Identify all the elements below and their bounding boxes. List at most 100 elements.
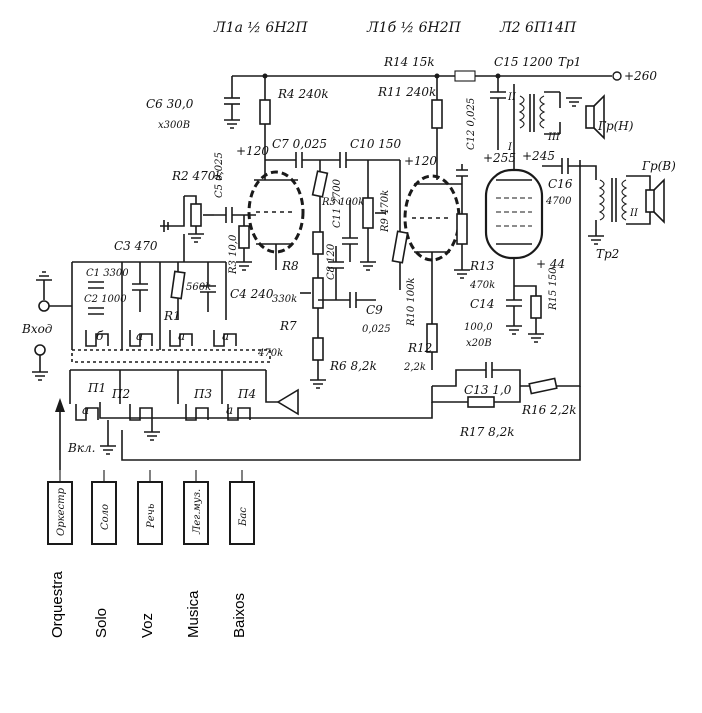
c13-label: C13 1,0 [464,383,512,397]
contact-b-1: б [96,329,104,343]
shield-ground-icon [160,220,176,232]
tube-v2 [484,168,544,296]
r14-label: R14 15k [383,55,435,69]
tube-v1b-title: Л1б ½ 6Н2П [366,20,462,36]
c4-label: C4 240 [230,287,274,301]
tr1-label: Тр1 [558,55,581,69]
tr1-w1: I [507,142,513,153]
tr1-w3: III [547,132,561,143]
button-orkestr-label: Оркестр [56,487,67,536]
contact-a-3: а [222,329,229,343]
c7-label: C7 0,025 [272,137,327,151]
c14-capacitor [506,296,522,335]
r13-label: R13 [469,259,495,273]
c9-label: C9 [366,303,383,317]
ground-return-wire [99,402,433,419]
c11-label: C11 2700 [332,178,343,228]
c15-label: C15 1200 [494,55,553,69]
gr-n-label: Гр(Н) [597,119,634,133]
c16-value: 4700 [545,196,572,207]
c16-label: C16 [548,177,573,191]
caption-solo: Solo [93,608,110,638]
v245-label: +245 [522,149,555,163]
switch-p2-label: П2 [111,387,130,401]
c6-label: C6 30,0 [146,97,194,111]
contact-a-5: а [226,403,233,417]
r17-resistor [431,386,521,408]
button-bas[interactable]: Бас [229,481,255,545]
button-leg-muz[interactable]: Лег.муз. [183,481,209,545]
tr2-label: Тр2 [596,247,619,261]
tone-network-frame [71,234,227,350]
input-label: Вход [21,322,53,336]
power-switch-arrow-icon [55,398,65,470]
switch-p4-label: П4 [237,387,256,401]
button-orkestr[interactable]: Оркестр [47,481,73,545]
r4-resistor [259,76,271,150]
c5-label: C5 0,025 [214,152,225,198]
r2-label: R2 470k [171,169,223,183]
c6-voltage: x300B [158,120,190,131]
tube-v1a [247,150,305,270]
r7-value: 470k [257,348,283,359]
tr1-transformer [513,84,560,170]
pushrods [59,470,243,482]
c14-voltage: x20B [466,338,492,349]
caption-orquestra: Orquestra [49,571,66,638]
button-rech[interactable]: Речь [137,481,163,545]
r9-potentiometer [360,160,386,271]
r2-potentiometer [184,195,214,243]
button-leg-muz-label: Лег.муз. [192,489,203,535]
input-wire [176,196,185,227]
r12-label: R12 [407,341,432,355]
r10-label: R10 100k [406,277,417,327]
c9-value: 0,025 [362,324,391,335]
r1-value: 560k [186,282,211,293]
r7-label: R7 [279,319,297,333]
r3-label: R3 10,0 [228,234,239,275]
r4-label: R4 240k [277,87,329,101]
r5-resistor [311,160,329,232]
r12-value: 2,2k [403,362,426,373]
b-plus-label: +260 [624,69,657,83]
contact-a-4: а [82,403,89,417]
v44-label: + 44 [536,257,565,271]
tr1-w2: II [507,92,517,103]
speaker-low [559,92,605,140]
c4-capacitor [200,262,216,312]
r8-label: R8 [281,259,299,273]
r1-label: R1 [163,309,181,323]
contact-a-2: а [178,329,185,343]
c8-capacitor [328,246,344,300]
r13-value: 470k [469,280,495,291]
ground-triangle-icon [265,370,299,416]
tube-v2-title: Л2 6П14П [499,20,577,36]
r11-label: R11 240k [377,85,436,99]
c2-capacitor [88,307,104,315]
c6-capacitor [224,76,240,129]
tr2-transformer [588,175,640,245]
power-on-label: Вкл. [67,441,95,455]
switch-p1-label: П1 [87,381,106,395]
c14-value: 100,0 [464,322,493,333]
c2-label: C2 1000 [84,294,127,305]
caption-musica: Musica [185,590,202,638]
r6-resistor [310,330,326,389]
switch-contacts [69,330,271,421]
c3-label: C3 470 [114,239,158,253]
r11-resistor [431,76,443,180]
c10-label: C10 150 [350,137,402,151]
c12-label: C12 0,025 [466,98,477,150]
c5-capacitor [214,207,256,223]
switch-p3-label: П3 [193,387,212,401]
r1-resistor [170,262,186,320]
c8-label: C8 120 [326,243,337,280]
c13-capacitor [432,362,521,387]
c3-capacitor [132,262,148,312]
tr2-w2: II [629,208,639,219]
button-solo[interactable]: Соло [91,481,117,545]
v255-label: +255 [483,151,516,165]
r7-potentiometer [300,272,324,330]
gr-v-label: Гр(В) [641,159,676,173]
